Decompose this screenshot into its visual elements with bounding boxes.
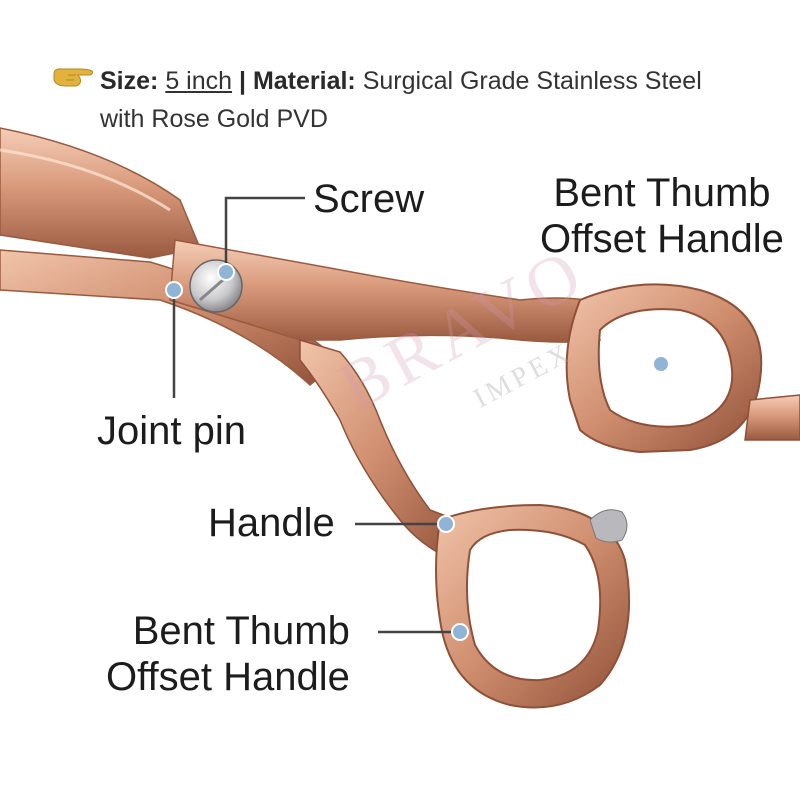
spec-separator: | [238,67,246,95]
lower-arm [299,338,472,561]
marker-joint-pin [165,281,183,299]
callout-thumb-ring-line1: Bent Thumb [132,609,350,653]
material-label: Material: [252,67,356,95]
size-label: Size: [100,67,159,95]
upper-blade [0,127,202,259]
size-value: 5 inch [165,67,233,95]
callout-screw: Screw [313,177,425,221]
callout-thumb-ring-line2: Offset Handle [106,655,350,699]
callout-finger-ring-line2: Offset Handle [540,217,784,261]
material-value-cont: with Rose Gold PVD [100,105,328,133]
callout-finger-ring: Bent Thumb Offset Handle [540,170,784,262]
marker-finger-ring [652,355,670,373]
marker-thumb-ring [451,623,469,641]
product-spec: Size: 5 inch | Material: Surgical Grade … [58,62,798,138]
material-value: Surgical Grade Stainless Steel [362,67,702,95]
pointing-hand-icon [53,68,94,87]
callout-finger-ring-line1: Bent Thumb [553,171,771,215]
callout-handle: Handle [208,501,335,545]
marker-handle [437,515,455,533]
callout-thumb-ring: Bent Thumb Offset Handle [106,608,350,700]
leader-screw [224,196,305,272]
finger-rest [744,394,800,441]
callout-joint-pin: Joint pin [97,409,246,453]
marker-screw [217,263,235,281]
thumb-ring [435,503,631,709]
upper-arm [169,239,602,343]
finger-ring [565,283,763,454]
